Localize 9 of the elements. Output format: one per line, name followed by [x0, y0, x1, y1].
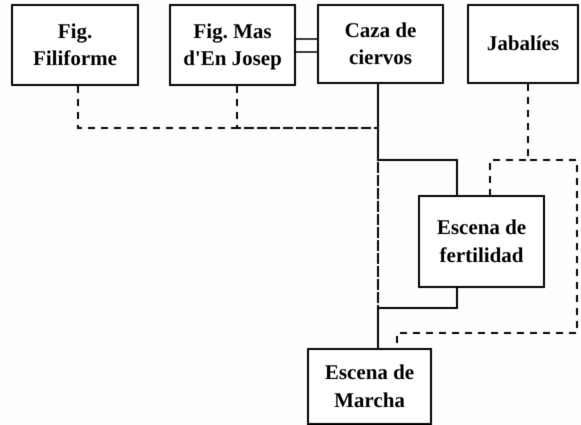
double-connector: [296, 38, 317, 53]
label-box: Caza de ciervos: [317, 4, 444, 84]
label-box: Escena de fertilidad: [418, 195, 545, 288]
connector-line: [377, 84, 458, 195]
label-box: Fig. Mas d'En Josep: [169, 4, 296, 86]
connector-line: [377, 288, 458, 348]
label-box: Jabalíes: [467, 4, 579, 84]
label-box: Escena de Marcha: [307, 348, 432, 425]
label-box: Fig. Filiforme: [11, 4, 139, 86]
